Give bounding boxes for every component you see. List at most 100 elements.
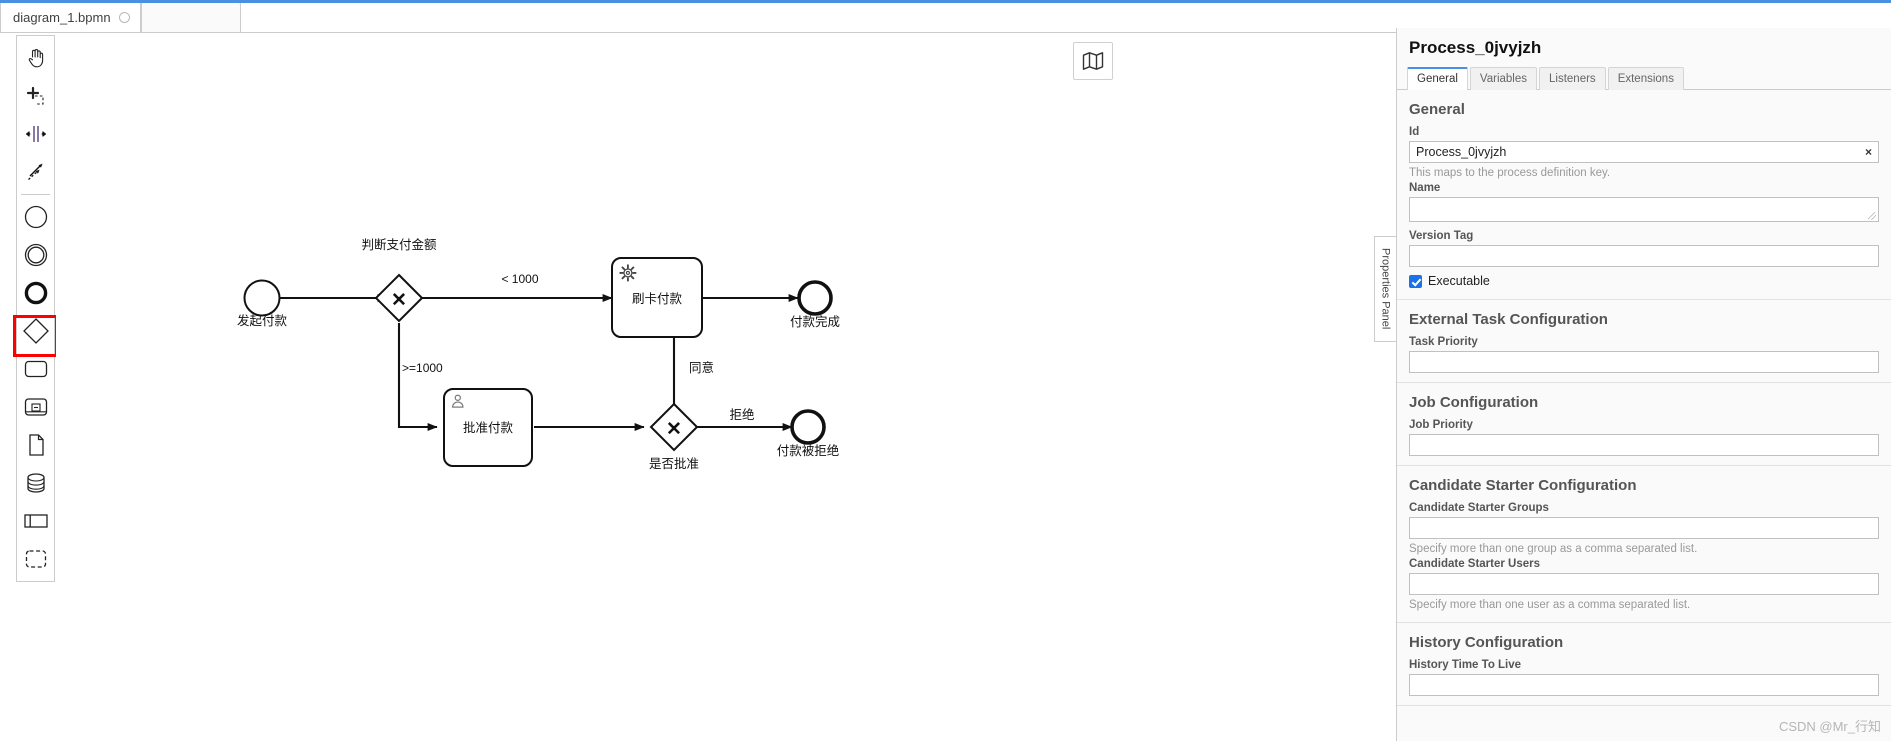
node-end-event-rejected-label: 付款被拒绝 — [777, 443, 840, 458]
input-history-ttl[interactable] — [1409, 674, 1879, 696]
input-job-priority[interactable] — [1409, 434, 1879, 456]
palette-data-object[interactable] — [17, 426, 54, 464]
tab-bar-accent — [0, 0, 1891, 3]
gateway-xor-marker: ✕ — [391, 290, 407, 311]
tab-label: diagram_1.bpmn — [13, 10, 111, 25]
label-candidate-starter-users: Candidate Starter Users — [1409, 558, 1541, 570]
tab-general[interactable]: General — [1407, 67, 1468, 90]
gear-icon — [619, 264, 637, 282]
diamond-icon — [22, 318, 49, 344]
pool-icon — [23, 514, 48, 528]
section-general-heading: General — [1409, 101, 1465, 118]
gateway-xor-marker-2: ✕ — [666, 419, 682, 440]
tab-bar: diagram_1.bpmn — [0, 0, 1891, 33]
flow-label-reject: 拒绝 — [729, 407, 754, 422]
section-job-heading: Job Configuration — [1409, 394, 1539, 411]
flow-label-less-than-1000: < 1000 — [501, 272, 538, 286]
section-history: History Configuration History Time To Li… — [1397, 623, 1891, 706]
resize-handle-icon[interactable] — [1868, 212, 1876, 220]
label-executable: Executable — [1428, 274, 1490, 288]
label-history-ttl: History Time To Live — [1409, 659, 1522, 671]
circle-thick-icon — [24, 281, 47, 305]
flow-gateway1-to-approve-task[interactable] — [397, 323, 438, 431]
label-id: Id — [1409, 126, 1420, 138]
user-icon — [452, 394, 464, 408]
node-end-event-complete[interactable] — [797, 280, 833, 316]
clear-icon[interactable]: × — [1864, 145, 1872, 159]
input-name[interactable] — [1409, 197, 1879, 222]
section-job: Job Configuration Job Priority — [1397, 383, 1891, 466]
bpmn-canvas[interactable]: 发起付款 ✕ 判断支付金额 刷卡付款 付款完成 批准付款 ✕ 是否批准 — [56, 34, 1374, 741]
hint-candidate-starter-users: Specify more than one user as a comma se… — [1409, 599, 1691, 611]
subprocess-icon — [24, 398, 47, 416]
node-user-task-approve-payment[interactable] — [443, 388, 533, 467]
row-executable: Executable — [1397, 267, 1891, 290]
palette-hand-tool[interactable] — [17, 39, 54, 77]
circle-outline-icon[interactable] — [118, 12, 130, 23]
palette-task[interactable] — [17, 350, 54, 388]
node-end-event-rejected[interactable] — [790, 409, 826, 445]
properties-tab-bar: General Variables Listeners Extensions — [1397, 66, 1891, 90]
lasso-select-icon — [26, 86, 44, 105]
input-candidate-starter-users[interactable] — [1409, 573, 1879, 595]
node-start-event-label: 发起付款 — [237, 313, 288, 328]
label-job-priority: Job Priority — [1409, 419, 1473, 431]
node-user-task-approve-payment-label: 批准付款 — [463, 420, 514, 435]
properties-panel: Process_0jvyjzh General Variables Listen… — [1396, 28, 1891, 741]
checkbox-executable[interactable] — [1409, 274, 1422, 288]
properties-panel-toggle[interactable]: Properties Panel — [1374, 236, 1396, 342]
section-candidate-starter-heading: Candidate Starter Configuration — [1409, 477, 1637, 494]
node-gateway-approval[interactable] — [649, 402, 699, 452]
input-id-value: Process_0jvyjzh — [1416, 145, 1507, 159]
tab-diagram-1-bpmn[interactable]: diagram_1.bpmn — [0, 2, 141, 32]
flow-label-gte-1000: >=1000 — [402, 361, 443, 375]
palette-intermediate-event[interactable] — [17, 236, 54, 274]
palette-start-event[interactable] — [17, 198, 54, 236]
palette-global-connect-tool[interactable] — [17, 153, 54, 191]
palette-gateway[interactable] — [17, 312, 54, 350]
input-id[interactable]: Process_0jvyjzh × — [1409, 141, 1879, 163]
hand-icon — [28, 49, 43, 68]
node-service-task-card-payment-label: 刷卡付款 — [632, 292, 683, 306]
palette-end-event[interactable] — [17, 274, 54, 312]
section-external-task-heading: External Task Configuration — [1409, 311, 1608, 328]
element-palette — [16, 35, 55, 582]
map-icon — [1082, 52, 1104, 70]
document-icon — [28, 434, 44, 456]
input-candidate-starter-groups[interactable] — [1409, 517, 1879, 539]
double-circle-icon — [24, 243, 47, 267]
label-task-priority: Task Priority — [1409, 336, 1478, 348]
properties-panel-title: Process_0jvyjzh — [1409, 38, 1542, 57]
palette-participant[interactable] — [17, 502, 54, 540]
tab-listeners[interactable]: Listeners — [1539, 67, 1606, 90]
tab-variables[interactable]: Variables — [1469, 67, 1538, 90]
node-end-event-complete-label: 付款完成 — [790, 314, 840, 329]
bpmn-diagram[interactable]: 发起付款 ✕ 判断支付金额 刷卡付款 付款完成 批准付款 ✕ 是否批准 — [56, 34, 1374, 741]
circle-thin-icon — [24, 205, 47, 229]
label-candidate-starter-groups: Candidate Starter Groups — [1409, 502, 1549, 514]
properties-panel-toggle-label: Properties Panel — [1379, 248, 1392, 330]
node-start-event[interactable] — [243, 279, 281, 317]
new-tab-placeholder[interactable] — [140, 2, 241, 32]
connect-arrow-icon — [27, 163, 43, 180]
hint-candidate-starter-groups: Specify more than one group as a comma s… — [1409, 543, 1698, 555]
node-gateway-amount[interactable] — [374, 273, 424, 323]
tab-extensions[interactable]: Extensions — [1607, 67, 1684, 90]
input-version-tag[interactable] — [1409, 245, 1879, 267]
palette-lasso-tool[interactable] — [17, 77, 54, 115]
node-gateway-approval-label: 是否批准 — [649, 456, 699, 471]
palette-data-store[interactable] — [17, 464, 54, 502]
input-task-priority[interactable] — [1409, 351, 1879, 373]
watermark: CSDN @Mr_行知 — [1778, 719, 1881, 734]
section-candidate-starter: Candidate Starter Configuration Candidat… — [1397, 466, 1891, 623]
palette-group[interactable] — [17, 540, 54, 578]
flow-label-agree: 同意 — [689, 360, 714, 375]
minimap-toggle-button[interactable] — [1073, 42, 1113, 80]
palette-subprocess[interactable] — [17, 388, 54, 426]
dashed-rect-icon — [25, 550, 46, 568]
label-name: Name — [1409, 182, 1441, 194]
space-tool-icon — [25, 126, 46, 142]
palette-space-tool[interactable] — [17, 115, 54, 153]
section-external-task: External Task Configuration Task Priorit… — [1397, 300, 1891, 383]
node-service-task-card-payment[interactable] — [611, 257, 703, 338]
